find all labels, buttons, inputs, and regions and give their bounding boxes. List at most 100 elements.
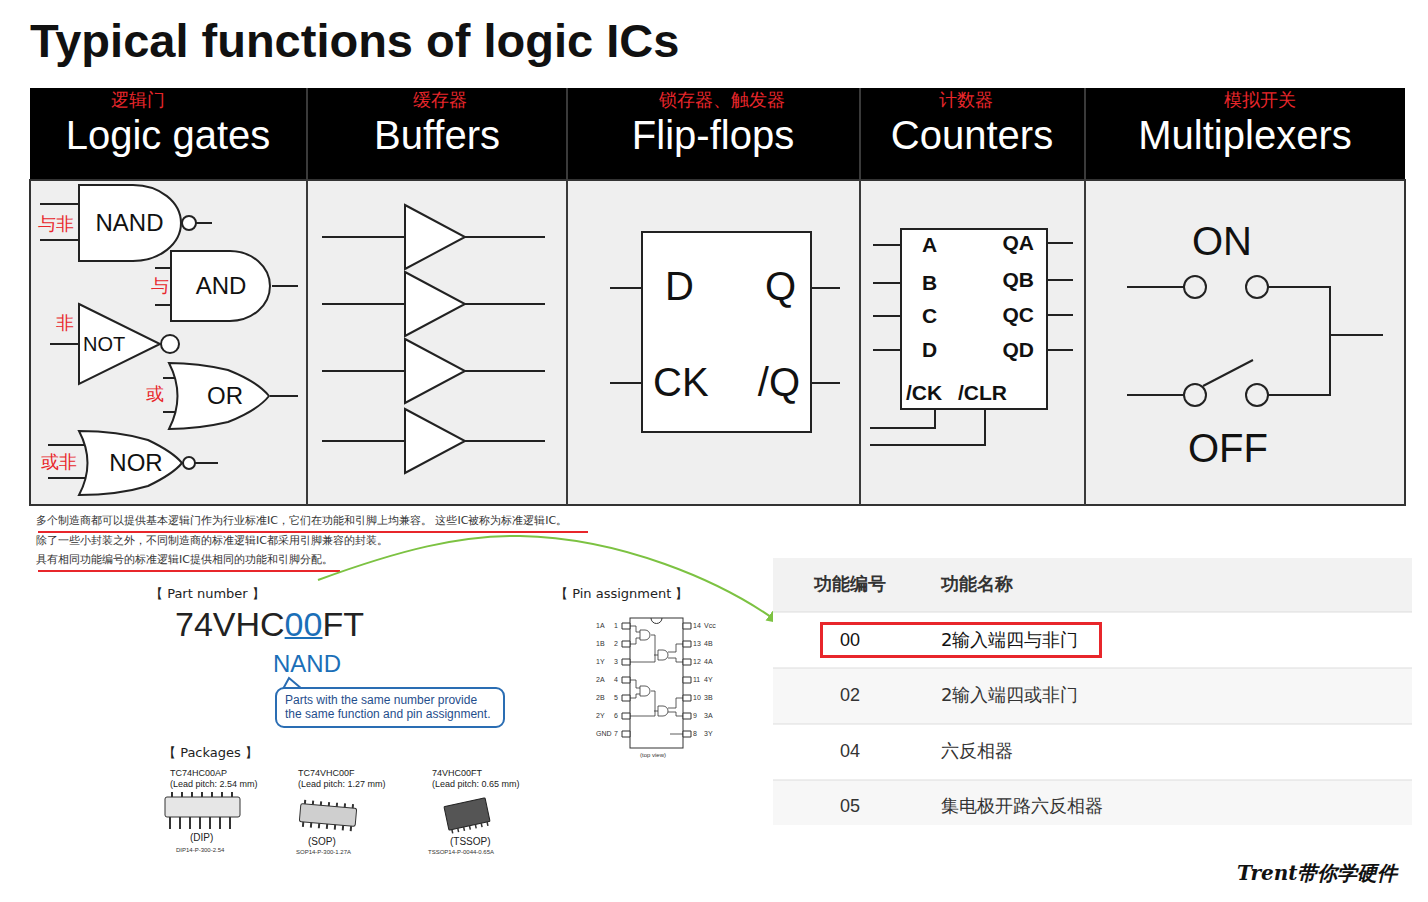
switch-symbols-part — [1246, 384, 1268, 406]
package-part-number: TC74HC00AP — [170, 768, 227, 778]
switch-state: ON — [1192, 218, 1252, 264]
part-number: FT — [322, 605, 364, 643]
pin-number: 3 — [614, 658, 618, 666]
pin-name: 4B — [704, 640, 713, 648]
pin-number: 4 — [614, 676, 618, 684]
column-header: Buffers — [374, 112, 500, 158]
pin-label: B — [922, 271, 937, 295]
highlight-box: 002输入端四与非门 — [820, 622, 1102, 658]
page-title: Typical functions of logic ICs — [30, 14, 679, 68]
note-text: 具有相同功能编号的标准逻辑IC提供相同的功能和引脚分配。 — [36, 554, 333, 567]
view-note: (top view) — [640, 752, 666, 759]
table-cell: 六反相器 — [941, 741, 1013, 762]
pin-number: 12 — [693, 658, 701, 666]
package-type: (DIP) — [190, 832, 213, 844]
and-gate: AND — [170, 250, 272, 322]
pin-number: 6 — [614, 712, 618, 720]
header-annotation: 锁存器、触发器 — [659, 90, 785, 111]
pin-name: 4A — [704, 658, 713, 666]
package-code: TSSOP14-P-0044-0.65A — [428, 849, 494, 856]
pin-name: 3B — [704, 694, 713, 702]
pin-number: 8 — [693, 730, 697, 738]
part-number: 74VHC — [175, 605, 285, 643]
buffer-symbols-part — [405, 339, 465, 403]
column-header: Logic gates — [66, 112, 271, 158]
pin-number: 2 — [614, 640, 618, 648]
package-drawings-part-part — [444, 798, 490, 830]
port-label: CK — [653, 359, 709, 405]
function-panels-part — [30, 180, 1405, 505]
section-heading: 【 Part number 】 — [150, 587, 265, 602]
switch-symbols-part — [1184, 384, 1206, 406]
pin-diagram-part — [651, 618, 662, 624]
pin-name: 3A — [704, 712, 713, 720]
or-gate: OR — [168, 362, 270, 430]
buffer-symbols-part — [405, 272, 465, 336]
gate-annotation: 或 — [145, 384, 165, 405]
pin-label: D — [922, 338, 937, 362]
pin-label: C — [922, 304, 937, 328]
gate-name: NOR — [109, 449, 162, 477]
lead-pitch: (Lead pitch: 2.54 mm) — [170, 779, 258, 789]
lead-pitch: (Lead pitch: 1.27 mm) — [298, 779, 386, 789]
package-drawings — [165, 792, 491, 834]
pin-number: 14 — [693, 622, 701, 630]
column-header: Multiplexers — [1138, 112, 1351, 158]
package-drawings-part — [165, 797, 240, 817]
pin-number: 11 — [693, 676, 700, 684]
pin-diagram-part — [630, 618, 683, 748]
package-drawings-part-part — [303, 800, 353, 831]
package-drawings-part — [299, 800, 357, 832]
section-heading: 【 Pin assignment 】 — [555, 587, 688, 602]
pin-name: GND — [596, 730, 612, 738]
part-number-group: 74VHC00FT — [175, 605, 364, 644]
function-panels-part — [307, 88, 1085, 505]
pin-name: 1B — [596, 640, 605, 648]
callout-text: Parts with the same number provide the s… — [285, 693, 495, 722]
pin-number: 1 — [614, 622, 618, 630]
package-code: DIP14-P-300-2.54 — [176, 847, 224, 854]
function-table-part — [773, 612, 1412, 780]
part-number-function: 00 — [285, 605, 323, 643]
pin-label: /CLR — [958, 381, 1007, 405]
switch-symbols — [1127, 276, 1383, 406]
pin-name: 2B — [596, 694, 605, 702]
buffer-symbols-part — [405, 409, 465, 473]
function-table-part — [773, 668, 1412, 724]
table-header: 功能编号 — [814, 574, 886, 595]
pin-number: 9 — [693, 712, 697, 720]
pin-number: 7 — [614, 730, 618, 738]
not-gate: NOT — [78, 303, 182, 385]
buffer-symbols — [322, 205, 545, 473]
callout-box: Parts with the same number provide the s… — [275, 687, 505, 728]
pin-name: 2A — [596, 676, 605, 684]
switch-symbols-part — [1246, 276, 1268, 298]
package-drawings-part-part — [452, 822, 488, 833]
gate-annotation: 与 — [150, 276, 170, 297]
switch-state: OFF — [1188, 425, 1268, 471]
table-cell: 00 — [840, 630, 860, 651]
pin-label: QB — [1003, 268, 1035, 292]
table-cell: 05 — [840, 796, 860, 817]
table-cell: 集电极开路六反相器 — [941, 796, 1103, 817]
package-type: (SOP) — [308, 836, 336, 848]
function-table — [773, 558, 1412, 825]
buffer-symbols-part — [405, 205, 465, 269]
pin-label: QD — [1003, 338, 1035, 362]
note-text: 多个制造商都可以提供基本逻辑门作为行业标准IC，它们在功能和引脚上均兼容。 这些… — [36, 515, 567, 528]
pin-label: QC — [1003, 303, 1035, 327]
table-cell: 04 — [840, 741, 860, 762]
pin-name: 4Y — [704, 676, 713, 684]
section-heading: 【 Packages 】 — [163, 746, 258, 761]
pin-number: 10 — [693, 694, 701, 702]
pin-name: 3Y — [704, 730, 713, 738]
switch-symbols-part — [1184, 276, 1206, 298]
pin-label: QA — [1003, 231, 1035, 255]
table-header: 功能名称 — [941, 574, 1013, 595]
port-label: /Q — [758, 359, 800, 405]
function-table-part — [773, 612, 1412, 668]
nor-gate: NOR — [78, 430, 196, 496]
gate-name: NAND — [95, 209, 163, 237]
pin-diagram-part — [640, 630, 668, 716]
